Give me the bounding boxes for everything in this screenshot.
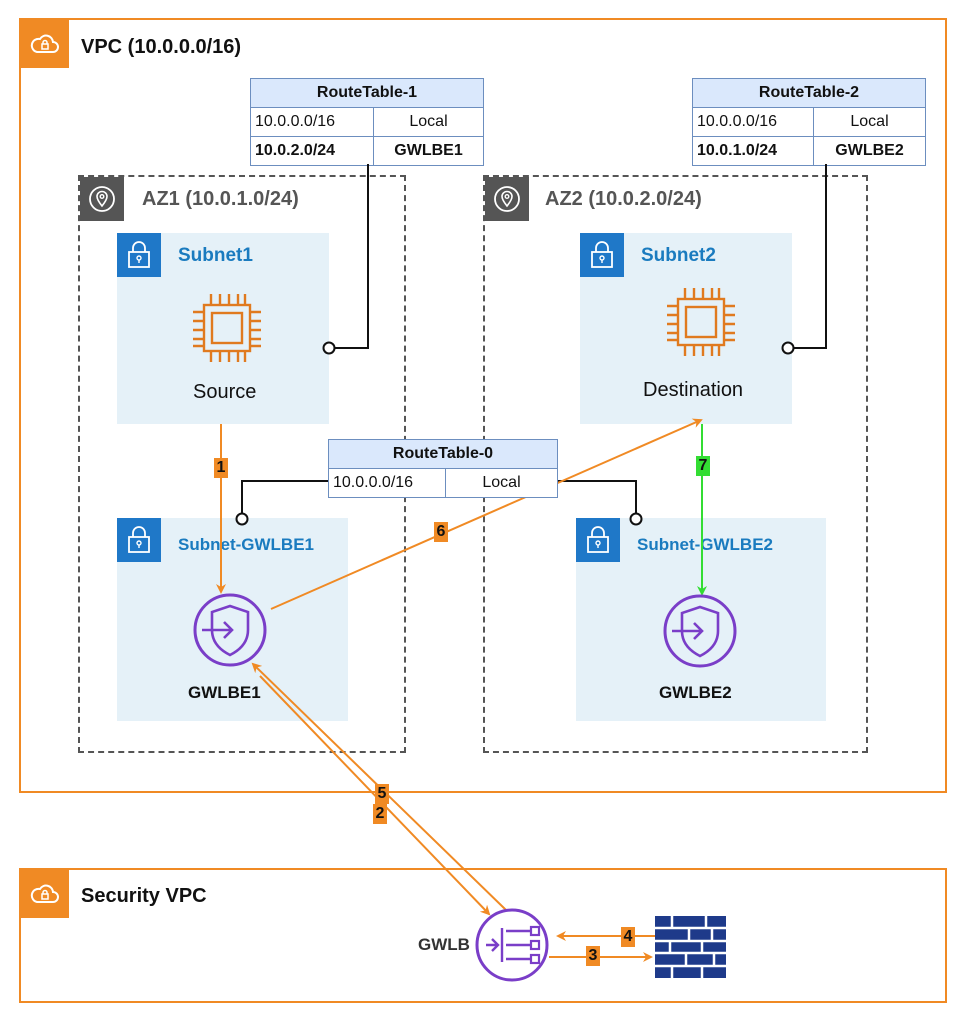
cloud-lock-icon [21,870,69,918]
chip-icon [667,288,735,356]
route-table-title: RouteTable-2 [692,78,926,108]
load-balancer-icon [475,908,549,982]
route-destination: 10.0.0.0/16 [328,468,446,498]
cloud-lock-icon [21,20,69,68]
endpoint-shield-icon [193,593,267,667]
step-badge-5: 5 [375,784,389,804]
az2-title: AZ2 (10.0.2.0/24) [545,188,702,210]
gwlbe1-label: GWLBE1 [188,683,261,702]
rt0-left-connector [241,480,330,514]
step-badge-6: 6 [434,522,448,542]
chip-icon [193,294,261,362]
padlock-icon [117,518,161,562]
route-destination: 10.0.0.0/16 [692,107,814,137]
route-table-title: RouteTable-0 [328,439,558,469]
padlock-icon [580,233,624,277]
route-target: Local [373,107,484,137]
vpc-title: VPC (10.0.0.0/16) [81,36,242,58]
endpoint-shield-icon [663,594,737,668]
subnet1-box: Subnet1 [117,233,329,424]
gwlb-label: GWLB [418,935,470,954]
subnet-gwlbe1-box: Subnet-GWLBE1 [117,518,348,721]
subnet2-title: Subnet2 [641,245,716,266]
gwlbe2-label: GWLBE2 [659,683,732,702]
step-badge-7: 7 [696,456,710,476]
vpc-container: VPC (10.0.0.0/16) [19,18,947,793]
route-table-0: RouteTable-0 10.0.0.0/16 Local [328,439,558,498]
location-pin-icon [485,177,529,221]
subnet1-title: Subnet1 [178,245,253,266]
route-destination: 10.0.2.0/24 [250,136,374,166]
az1-title: AZ1 (10.0.1.0/24) [142,188,299,210]
route-destination: 10.0.1.0/24 [692,136,814,166]
step-badge-4: 4 [621,927,635,947]
step-badge-1: 1 [214,458,228,478]
route-target: GWLBE1 [373,136,484,166]
route-target: GWLBE2 [813,136,926,166]
location-pin-icon [80,177,124,221]
route-table-1: RouteTable-1 10.0.0.0/16 Local 10.0.2.0/… [250,78,484,166]
destination-label: Destination [643,379,744,401]
subnet-gwlbe1-title: Subnet-GWLBE1 [178,535,314,554]
az1-container: AZ1 (10.0.1.0/24) [78,175,406,753]
source-label: Source [193,381,257,403]
flow-6-arrow [270,418,703,610]
padlock-icon [576,518,620,562]
route-target: Local [445,468,558,498]
rt2-connector [794,164,827,349]
padlock-icon [117,233,161,277]
step-badge-2: 2 [373,804,387,824]
step-badge-3: 3 [586,946,600,966]
security-vpc-title: Security VPC [81,885,207,907]
rt0-right-connector [556,480,637,514]
flow-2-arrow [259,675,491,916]
rt1-connector [335,164,369,349]
flow-arrows [216,418,707,962]
route-table-2: RouteTable-2 10.0.0.0/16 Local 10.0.1.0/… [692,78,926,166]
security-vpc-container: Security VPC [19,868,947,1003]
route-table-title: RouteTable-1 [250,78,484,108]
subnet-gwlbe2-title: Subnet-GWLBE2 [637,535,773,554]
firewall-icon [655,916,726,978]
route-table-connectors [235,164,827,526]
